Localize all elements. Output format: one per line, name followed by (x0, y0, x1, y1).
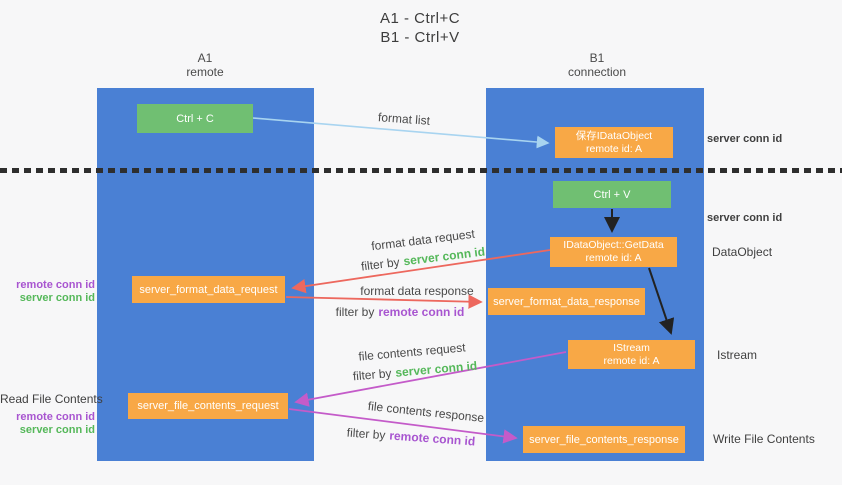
title-line-a1: A1 - Ctrl+C (379, 10, 461, 27)
ctrl-v-action-box: Ctrl + V (553, 181, 671, 208)
filter-by-text: filter by (360, 254, 401, 274)
lifeline-b1-name: B1 (589, 51, 605, 65)
lifeline-b1-role: connection (567, 65, 627, 79)
remote-conn-id-text: remote conn id (388, 428, 476, 449)
istream-line2: remote id: A (603, 354, 660, 367)
dataobject-annotation: DataObject (712, 245, 773, 259)
format-data-response-label: format data response (360, 284, 474, 298)
lifeline-a1-header: A1 remote (145, 51, 265, 79)
format-request-conn-ids: remote conn id server conn id (0, 279, 95, 305)
filter-by-text: filter by (352, 366, 393, 384)
ctrl-v-label: Ctrl + V (593, 188, 631, 201)
filter-by-text: filter by (335, 305, 375, 319)
file-contents-response-label: file contents response (367, 398, 485, 426)
server-conn-id-annotation: server conn id (19, 292, 95, 304)
getdata-line1: IDataObject::GetData (563, 239, 664, 251)
title-line-b1: B1 - Ctrl+V (380, 29, 460, 46)
getdata-line2: remote id: A (585, 252, 642, 264)
ctrl-c-action-box: Ctrl + C (137, 104, 253, 133)
ctrl-c-label: Ctrl + C (176, 112, 214, 125)
remote-conn-id-text: remote conn id (378, 305, 465, 319)
idataobject-getdata-box: IDataObject::GetData remote id: A (550, 237, 677, 267)
server-format-data-response-box: server_format_data_response (488, 288, 645, 315)
server-conn-id-text: server conn id (394, 358, 478, 380)
server-conn-id-annotation-top: server conn id (707, 133, 783, 145)
server-conn-id-annotation-mid: server conn id (707, 212, 783, 224)
server-conn-id-text: server conn id (402, 244, 486, 269)
format-request-label: server_format_data_request (139, 283, 278, 296)
lifeline-a1-name: A1 (197, 51, 213, 65)
server-file-contents-response-box: server_file_contents_response (523, 426, 685, 453)
server-format-data-request-box: server_format_data_request (132, 276, 285, 303)
server-file-contents-request-box: server_file_contents_request (128, 393, 288, 419)
save-idataobject-line2: remote id: A (585, 142, 643, 155)
istream-box: IStream remote id: A (568, 340, 695, 369)
lifeline-a1-role: remote (186, 65, 224, 79)
format-response-label: server_format_data_response (493, 295, 640, 308)
file-response-label: server_file_contents_response (529, 433, 679, 446)
remote-conn-id-annotation: remote conn id (16, 411, 95, 423)
file-request-conn-ids: remote conn id server conn id (0, 411, 95, 437)
write-file-contents-annotation: Write File Contents (713, 432, 815, 446)
save-idataobject-line1: 保存IDataObject (575, 129, 653, 142)
file-request-label: server_file_contents_request (137, 400, 279, 412)
remote-conn-id-annotation: remote conn id (16, 279, 95, 291)
save-idataobject-box: 保存IDataObject remote id: A (555, 127, 673, 158)
format-list-label: format list (377, 110, 431, 128)
filter-by-text: filter by (346, 425, 386, 443)
copy-paste-separator-line (0, 168, 842, 173)
server-conn-id-annotation: server conn id (19, 424, 95, 436)
diagram-title: A1 - Ctrl+C B1 - Ctrl+V (300, 9, 540, 47)
istream-line1: IStream (613, 341, 650, 354)
lifeline-b1-header: B1 connection (537, 51, 657, 79)
read-file-contents-annotation: Read File Contents (0, 392, 103, 406)
istream-annotation: Istream (717, 348, 758, 362)
